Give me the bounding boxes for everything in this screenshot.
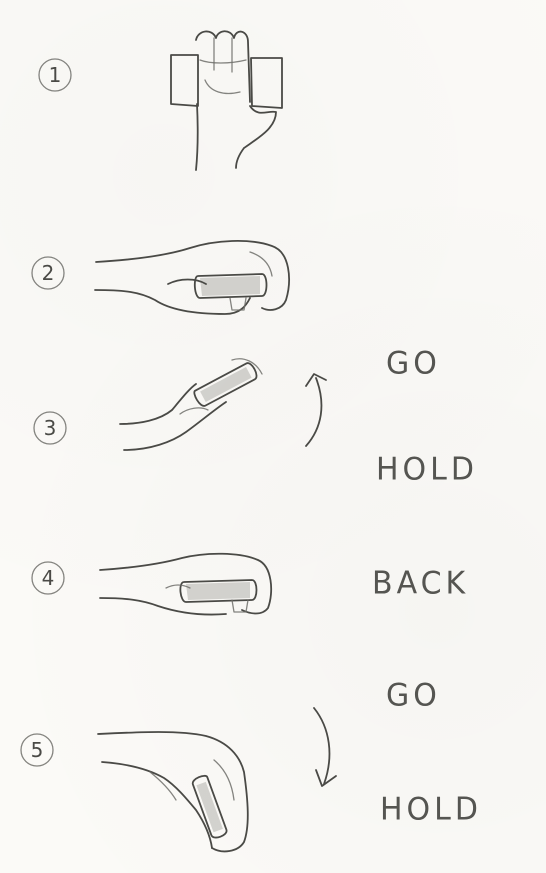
step-3-hand-tilted bbox=[119, 358, 263, 451]
step-1: 1 bbox=[38, 30, 283, 171]
step-4-number: 4 bbox=[42, 566, 55, 590]
step-3-number: 3 bbox=[44, 416, 57, 440]
step-1-number: 1 bbox=[49, 63, 62, 87]
step-5-go-label: GO bbox=[386, 677, 441, 714]
step-5-down-arrow bbox=[313, 707, 337, 787]
step-5-number: 5 bbox=[31, 738, 44, 762]
step-2-number: 2 bbox=[42, 261, 55, 285]
step-5-hold-label: HOLD bbox=[380, 791, 482, 828]
step-1-number-badge: 1 bbox=[38, 58, 72, 92]
step-1-hand-top-view bbox=[170, 30, 283, 171]
step-2-hand-side-view bbox=[94, 240, 290, 315]
step-3-go-label: GO bbox=[386, 345, 441, 382]
step-3-number-badge: 3 bbox=[33, 411, 67, 445]
step-3: 3 bbox=[33, 358, 327, 451]
step-3-up-arrow bbox=[305, 373, 327, 447]
step-3-hold-label: HOLD bbox=[376, 451, 478, 488]
step-2-number-badge: 2 bbox=[31, 256, 65, 290]
step-4-hand-side-view bbox=[99, 552, 273, 616]
step-5-hand-downward bbox=[97, 731, 249, 853]
step-4: 4 bbox=[31, 552, 273, 616]
step-4-back-label: BACK bbox=[372, 565, 470, 602]
step-2: 2 bbox=[31, 240, 290, 315]
step-5-number-badge: 5 bbox=[20, 733, 54, 767]
step-4-number-badge: 4 bbox=[31, 561, 65, 595]
step-5: 5 bbox=[20, 707, 337, 853]
